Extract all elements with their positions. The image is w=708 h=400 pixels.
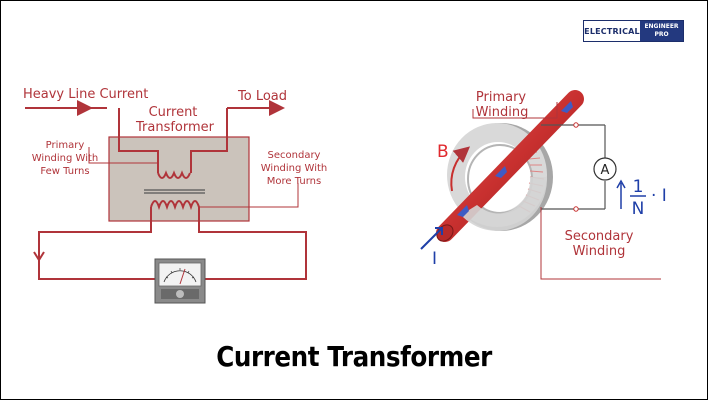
ratio-denominator: N: [632, 199, 645, 219]
secondary-label-line1: Secondary: [268, 150, 321, 161]
secondary-current-arrow: [33, 251, 45, 262]
logo-right-block: ENGINEER PRO: [640, 21, 683, 41]
secondary-label-line2: Winding With: [261, 163, 327, 174]
primary-label-line3: Few Turns: [40, 166, 89, 177]
ammeter-icon: [154, 258, 206, 304]
logo-right-line2: PRO: [654, 31, 669, 38]
to-load-label: To Load: [237, 89, 287, 104]
core-lines: [144, 189, 205, 194]
ammeter-symbol: A: [601, 163, 610, 178]
secondary-leads: [541, 124, 606, 210]
logo-left-text: ELECTRICAL: [584, 21, 640, 41]
primary-conductor: [25, 100, 285, 173]
right-primary-line1: Primary: [476, 90, 527, 105]
flux-arrow: [450, 146, 471, 192]
right-ct-diagram: B I A 1 N · I Primary Winding: [420, 90, 667, 280]
secondary-circuit: [38, 207, 307, 280]
primary-label-line1: Primary: [46, 140, 85, 151]
electrical-engineer-pro-logo: ELECTRICAL ENGINEER PRO: [583, 20, 684, 42]
current-arrow: [420, 228, 442, 250]
toroid-front: [461, 177, 548, 231]
ratio-suffix: · I: [651, 186, 667, 206]
figure-title: Current Transformer: [216, 340, 492, 373]
right-primary-line2: Winding: [476, 105, 529, 120]
right-pointer-lines: [472, 102, 661, 280]
secondary-coil: [150, 200, 200, 211]
ct-label-line1: Current: [149, 105, 198, 120]
left-ct-diagram: Heavy Line Current To Load Current Trans…: [23, 87, 327, 304]
ammeter-symbol-circle: [593, 157, 617, 181]
ct-label-line2: Transformer: [135, 120, 215, 135]
secondary-label-line3: More Turns: [267, 176, 321, 187]
primary-coil: [157, 170, 191, 179]
right-secondary-line1: Secondary: [565, 229, 634, 244]
left-pointer-lines: [88, 147, 299, 208]
current-symbol: I: [432, 249, 437, 269]
primary-label-line2: Winding With: [32, 153, 98, 164]
current-flow-arrows: [457, 101, 573, 217]
right-secondary-line2: Winding: [573, 244, 626, 259]
logo-right-line1: ENGINEER: [644, 23, 679, 30]
heavy-line-current-label: Heavy Line Current: [23, 87, 148, 102]
ratio-numerator: 1: [633, 177, 644, 197]
flux-symbol: B: [437, 142, 449, 162]
